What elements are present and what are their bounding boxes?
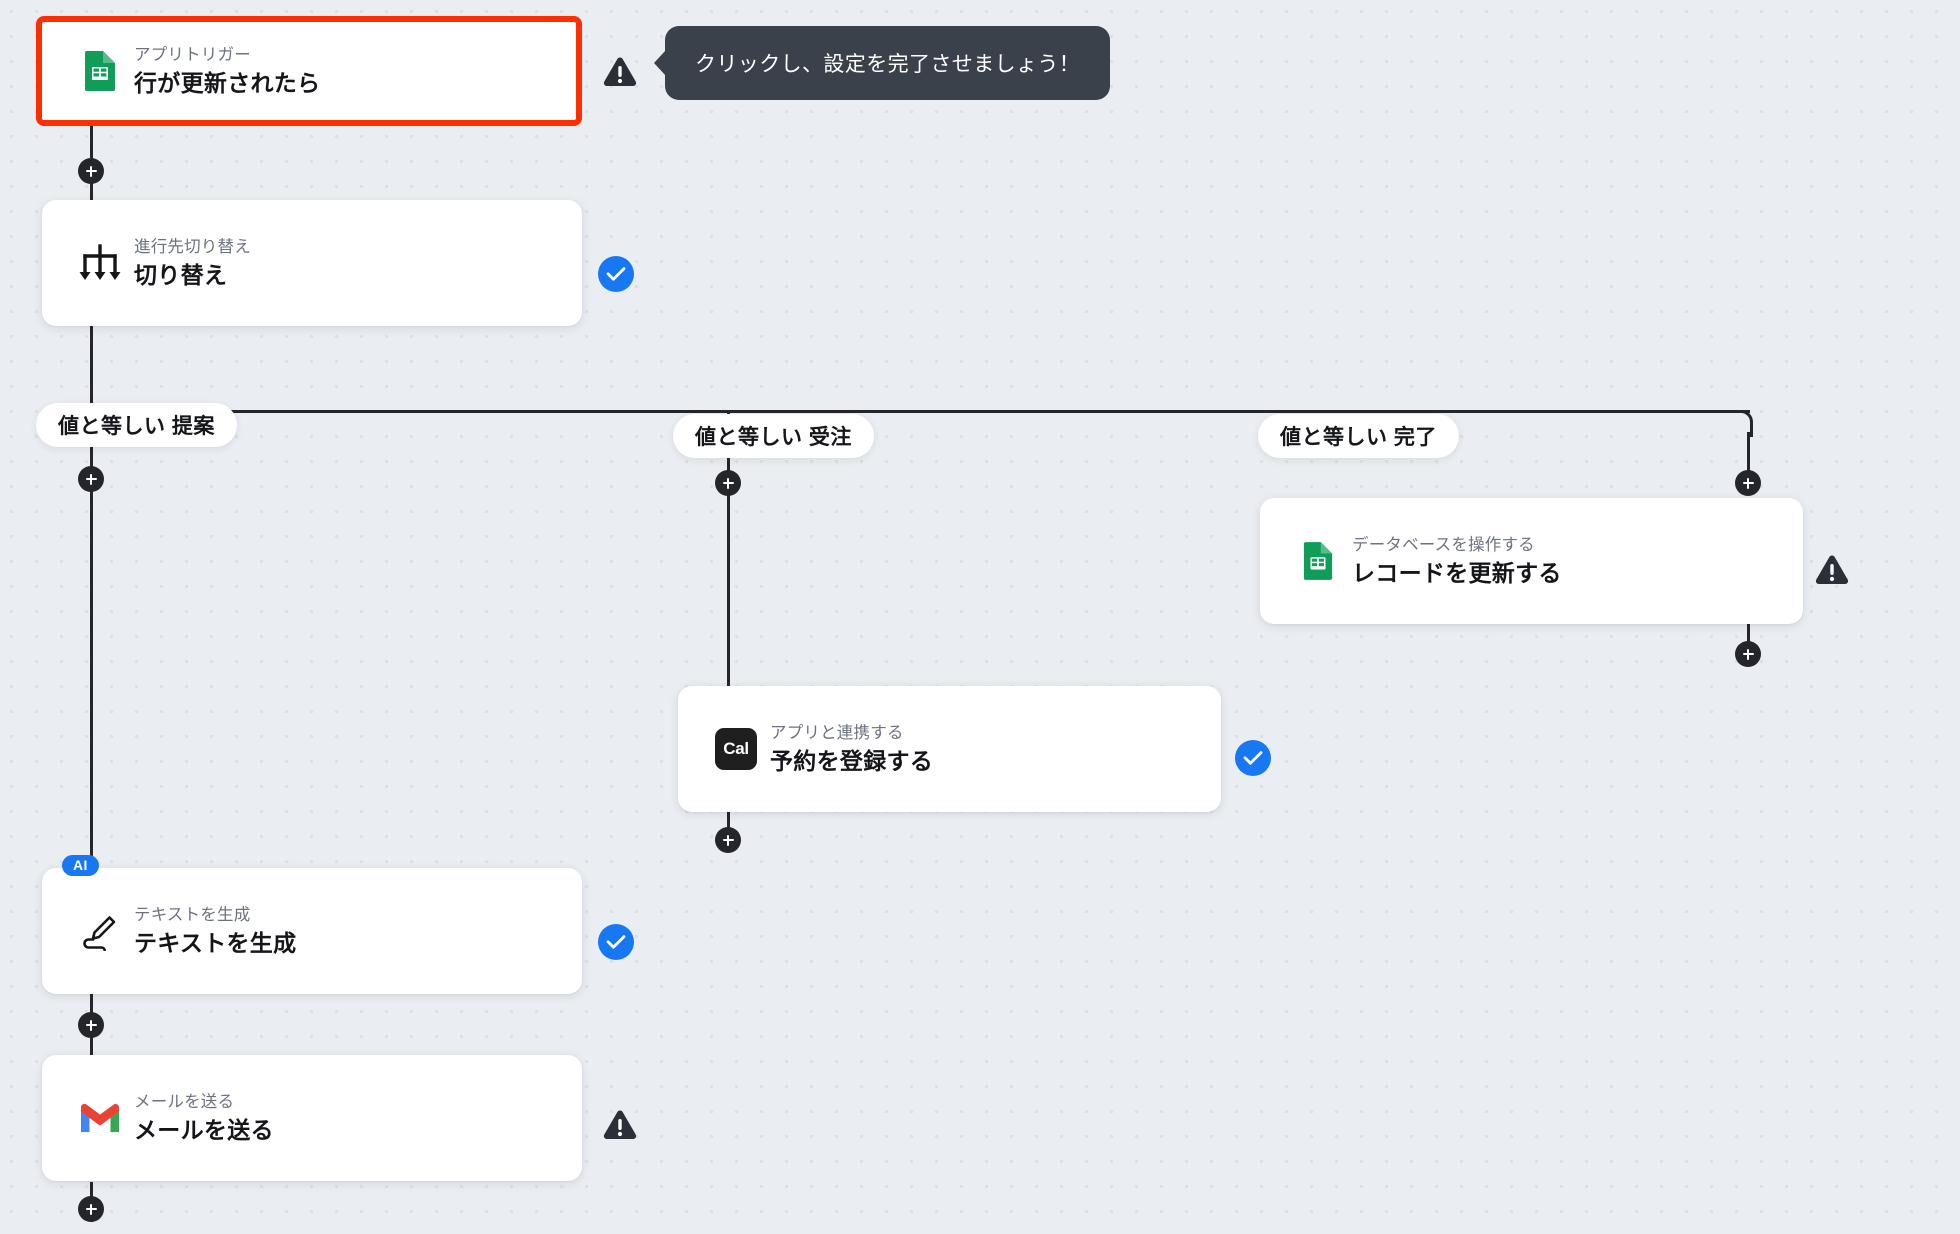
onboarding-tooltip: クリックし、設定を完了させましょう！ xyxy=(665,26,1111,100)
add-step-button-branch-mid[interactable] xyxy=(715,470,741,496)
ai-pencil-icon xyxy=(70,911,130,951)
node-card-text: データベースを操作する レコードを更新する xyxy=(1348,536,1562,587)
status-badge-warning-trigger[interactable] xyxy=(600,52,640,92)
node-card-text: メールを送る メールを送る xyxy=(130,1093,274,1144)
status-badge-warning-record[interactable] xyxy=(1812,550,1852,590)
edge-branch-left-vertical xyxy=(90,410,93,875)
add-step-button-after-record[interactable] xyxy=(1735,641,1761,667)
add-step-button-branch-left[interactable] xyxy=(78,466,104,492)
node-card-text: アプリトリガー 行が更新されたら xyxy=(130,46,320,97)
node-subtitle: テキストを生成 xyxy=(134,905,251,924)
add-step-button-branch-right[interactable] xyxy=(1735,470,1761,496)
ai-badge: AI xyxy=(62,855,99,876)
add-step-button-trigger-switch[interactable] xyxy=(78,158,104,184)
node-card-register-reservation[interactable]: Cal アプリと連携する 予約を登録する xyxy=(678,686,1221,812)
add-step-button-after-mail[interactable] xyxy=(78,1196,104,1222)
cal-icon: Cal xyxy=(706,728,766,770)
node-card-update-record[interactable]: データベースを操作する レコードを更新する xyxy=(1260,498,1803,624)
node-subtitle: 進行先切り替え xyxy=(134,237,251,256)
edge-branch-corner-right xyxy=(1737,410,1753,437)
node-card-switch-branch[interactable]: 進行先切り替え 切り替え xyxy=(42,200,582,326)
node-title: テキストを生成 xyxy=(134,929,297,956)
status-badge-warning-send-mail[interactable] xyxy=(600,1105,640,1145)
node-card-text: アプリと連携する 予約を登録する xyxy=(766,724,933,775)
add-step-button-after-cal[interactable] xyxy=(715,827,741,853)
node-title: レコードを更新する xyxy=(1352,559,1562,586)
branch-label-teian[interactable]: 値と等しい 提案 xyxy=(36,403,237,447)
node-card-text: 進行先切り替え 切り替え xyxy=(130,238,251,289)
gmail-icon xyxy=(70,1101,130,1135)
google-sheets-icon xyxy=(1288,541,1348,581)
status-badge-check-reservation[interactable] xyxy=(1235,740,1271,776)
edge-branch-mid-vertical xyxy=(727,410,730,690)
node-title: 予約を登録する xyxy=(770,747,934,774)
node-card-text: テキストを生成 テキストを生成 xyxy=(130,906,296,957)
edge-branch-horizontal xyxy=(90,410,1750,413)
branch-label-kanryo[interactable]: 値と等しい 完了 xyxy=(1258,414,1459,458)
node-title: メールを送る xyxy=(134,1116,274,1143)
node-card-trigger-row-updated[interactable]: アプリトリガー 行が更新されたら xyxy=(36,16,582,126)
node-card-generate-text[interactable]: AI テキストを生成 テキストを生成 xyxy=(42,855,582,994)
node-subtitle: メールを送る xyxy=(134,1092,235,1111)
cal-icon-label: Cal xyxy=(715,728,757,770)
node-title: 行が更新されたら xyxy=(134,69,321,96)
node-subtitle: アプリトリガー xyxy=(134,45,251,64)
edge-switch-to-branchbar xyxy=(90,326,93,412)
edge-branch-right-vertical xyxy=(1747,432,1750,492)
node-subtitle: データベースを操作する xyxy=(1352,535,1535,554)
status-badge-check-generate-text[interactable] xyxy=(598,924,634,960)
node-title: 切り替え xyxy=(134,261,228,288)
branch-label-juchu[interactable]: 値と等しい 受注 xyxy=(673,414,874,458)
node-subtitle: アプリと連携する xyxy=(770,723,904,742)
add-step-button-after-text[interactable] xyxy=(78,1012,104,1038)
google-sheets-icon xyxy=(70,50,130,92)
branch-switch-icon xyxy=(70,244,130,282)
status-badge-check-switch[interactable] xyxy=(598,256,634,292)
node-card-send-mail[interactable]: メールを送る メールを送る xyxy=(42,1055,582,1181)
